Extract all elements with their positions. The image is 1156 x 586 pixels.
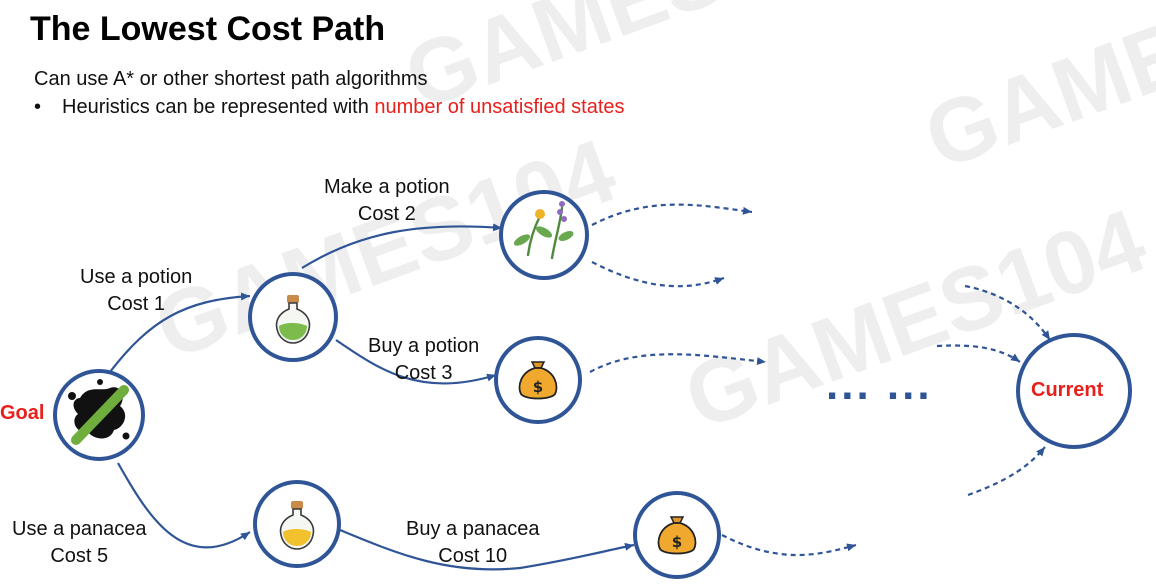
edge-action: Buy a panacea [406,518,540,540]
dashed-arrow [964,284,1051,341]
page-title: The Lowest Cost Path [30,10,386,48]
intro-text: Can use A* or other shortest path algori… [34,68,428,90]
dashed-arrow [936,344,1021,363]
svg-text:$: $ [672,533,682,551]
dashed-arrow [591,203,753,226]
edge-label-make-potion: Make a potion Cost 2 [324,174,450,228]
dashed-arrow [967,446,1046,497]
edge-buy-potion [335,339,497,385]
goal-label: Goal [0,402,45,424]
bullet-symbol: • [34,96,42,118]
edge-cost: Cost 1 [107,293,166,315]
ellipsis: ... ... [826,360,933,409]
green-potion-icon [275,295,311,344]
bullet-text: Heuristics can be represented with [62,96,375,118]
edge-label-buy-potion: Buy a potion Cost 3 [368,333,479,387]
edge-buy-panacea [339,528,635,571]
current-label: Current [1031,379,1104,401]
money-bag-icon: $ [657,516,697,555]
highlighted-text: number of unsatisfied states [374,96,625,118]
edge-action: Use a panacea [12,518,147,540]
money-bag-icon: $ [518,361,558,400]
edge-label-use-panacea: Use a panacea Cost 5 [12,516,147,570]
edge-use-potion [109,292,251,373]
edge-cost: Cost 5 [50,545,109,567]
edge-action: Buy a potion [368,335,480,357]
bullet-point: • Heuristics can be represented with numb… [34,96,625,119]
edge-label-buy-panacea: Buy a panacea Cost 10 [406,516,539,570]
edge-label-use-potion: Use a potion Cost 1 [80,264,192,318]
edge-cost: Cost 3 [394,362,453,384]
herbs-icon [513,201,574,260]
yellow-potion-icon [279,501,315,550]
dashed-arrow [589,353,767,373]
svg-text:$: $ [533,378,543,396]
dashed-arrow [591,261,725,288]
edge-cost: Cost 2 [357,203,416,225]
svg-text:GAMES104: GAMES104 [913,0,1156,189]
edge-action: Make a potion [324,176,450,198]
edge-action: Use a potion [80,266,193,288]
dashed-arrow [721,534,857,557]
edge-cost: Cost 10 [438,545,508,567]
crossed-out-stain-icon [68,379,130,445]
edge-use-panacea [117,462,251,549]
current-node [1016,333,1132,449]
edge-make-potion [301,223,503,269]
